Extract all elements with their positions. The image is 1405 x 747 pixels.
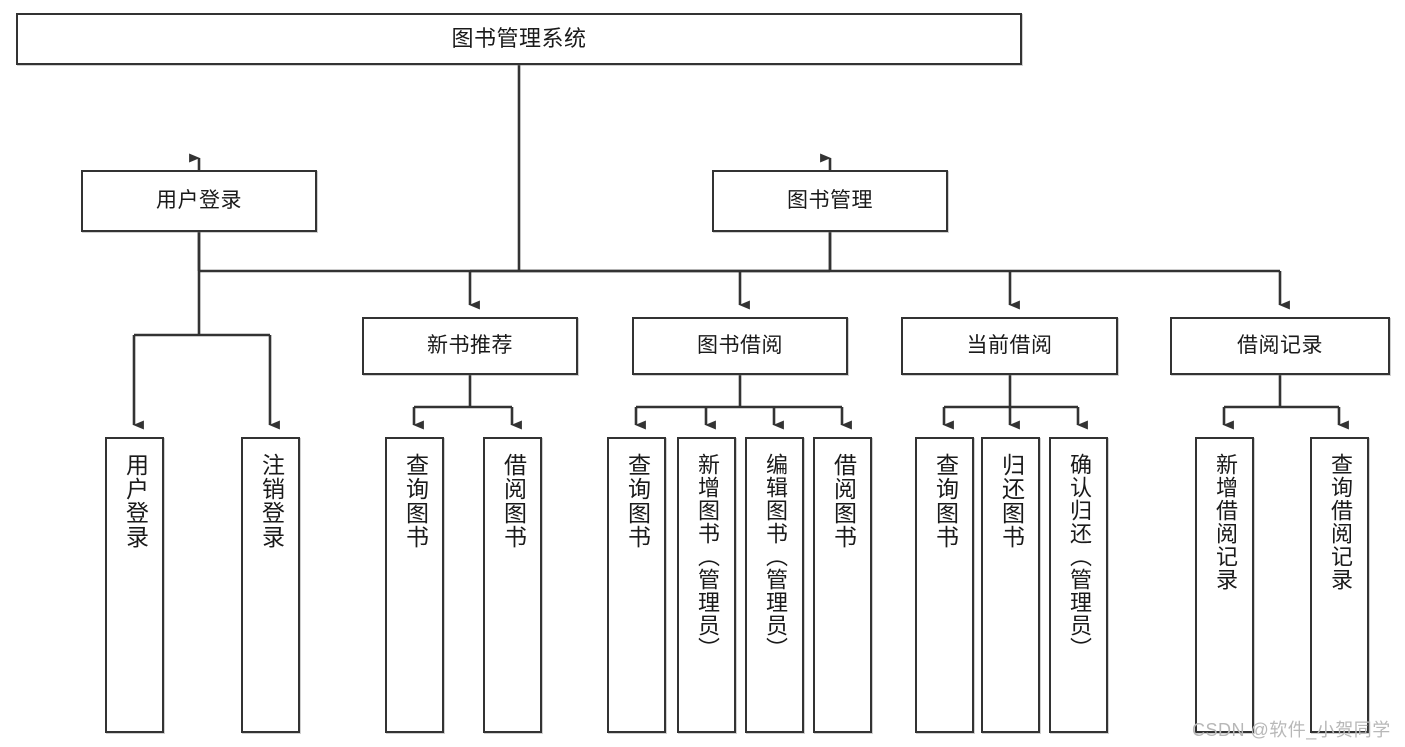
leaf-add-book-admin[interactable]: 新增图书（管理员）: [677, 437, 736, 733]
leaf-add-borrow-record[interactable]: 新增借阅记录: [1195, 437, 1254, 733]
node-user-login[interactable]: 用户登录: [81, 170, 317, 232]
leaf-query-book-2-label: 查询图书: [624, 453, 651, 549]
leaf-query-book-3[interactable]: 查询图书: [915, 437, 974, 733]
leaf-query-book-3-label: 查询图书: [932, 453, 959, 549]
leaf-borrow-book-2[interactable]: 借阅图书: [813, 437, 872, 733]
leaf-query-book-1-label: 查询图书: [402, 453, 429, 549]
leaf-query-borrow-record[interactable]: 查询借阅记录: [1310, 437, 1369, 733]
node-new-book-recommend-label: 新书推荐: [427, 333, 513, 357]
node-current-borrow[interactable]: 当前借阅: [901, 317, 1118, 375]
leaf-confirm-return-admin[interactable]: 确认归还（管理员）: [1049, 437, 1108, 733]
node-current-borrow-label: 当前借阅: [966, 333, 1053, 357]
leaf-query-book-1[interactable]: 查询图书: [385, 437, 444, 733]
csdn-watermark: CSDN @软件_小贺同学: [1192, 720, 1391, 740]
leaf-edit-book-admin-label: 编辑图书（管理员）: [762, 453, 788, 660]
leaf-return-book[interactable]: 归还图书: [981, 437, 1040, 733]
node-root[interactable]: 图书管理系统: [16, 13, 1022, 65]
leaf-borrow-book-1[interactable]: 借阅图书: [483, 437, 542, 733]
node-book-management-label: 图书管理: [787, 188, 873, 212]
leaf-user-login-label: 用户登录: [122, 453, 149, 549]
node-borrow-record-label: 借阅记录: [1237, 333, 1323, 357]
leaf-borrow-book-2-label: 借阅图书: [830, 453, 857, 549]
node-new-book-recommend[interactable]: 新书推荐: [362, 317, 578, 375]
node-book-borrow-label: 图书借阅: [697, 333, 783, 357]
node-root-label: 图书管理系统: [451, 26, 587, 52]
leaf-logout[interactable]: 注销登录: [241, 437, 300, 733]
leaf-confirm-return-admin-label: 确认归还（管理员）: [1066, 453, 1092, 660]
leaf-edit-book-admin[interactable]: 编辑图书（管理员）: [745, 437, 804, 733]
leaf-query-borrow-record-label: 查询借阅记录: [1327, 453, 1353, 591]
node-book-management[interactable]: 图书管理: [712, 170, 948, 232]
leaf-query-book-2[interactable]: 查询图书: [607, 437, 666, 733]
node-user-login-label: 用户登录: [156, 188, 242, 212]
leaf-borrow-book-1-label: 借阅图书: [500, 453, 527, 549]
leaf-add-book-admin-label: 新增图书（管理员）: [694, 453, 720, 660]
leaf-return-book-label: 归还图书: [998, 453, 1025, 549]
node-book-borrow[interactable]: 图书借阅: [632, 317, 848, 375]
leaf-user-login[interactable]: 用户登录: [105, 437, 164, 733]
leaf-add-borrow-record-label: 新增借阅记录: [1212, 453, 1238, 591]
node-borrow-record[interactable]: 借阅记录: [1170, 317, 1390, 375]
leaf-logout-label: 注销登录: [258, 453, 285, 549]
